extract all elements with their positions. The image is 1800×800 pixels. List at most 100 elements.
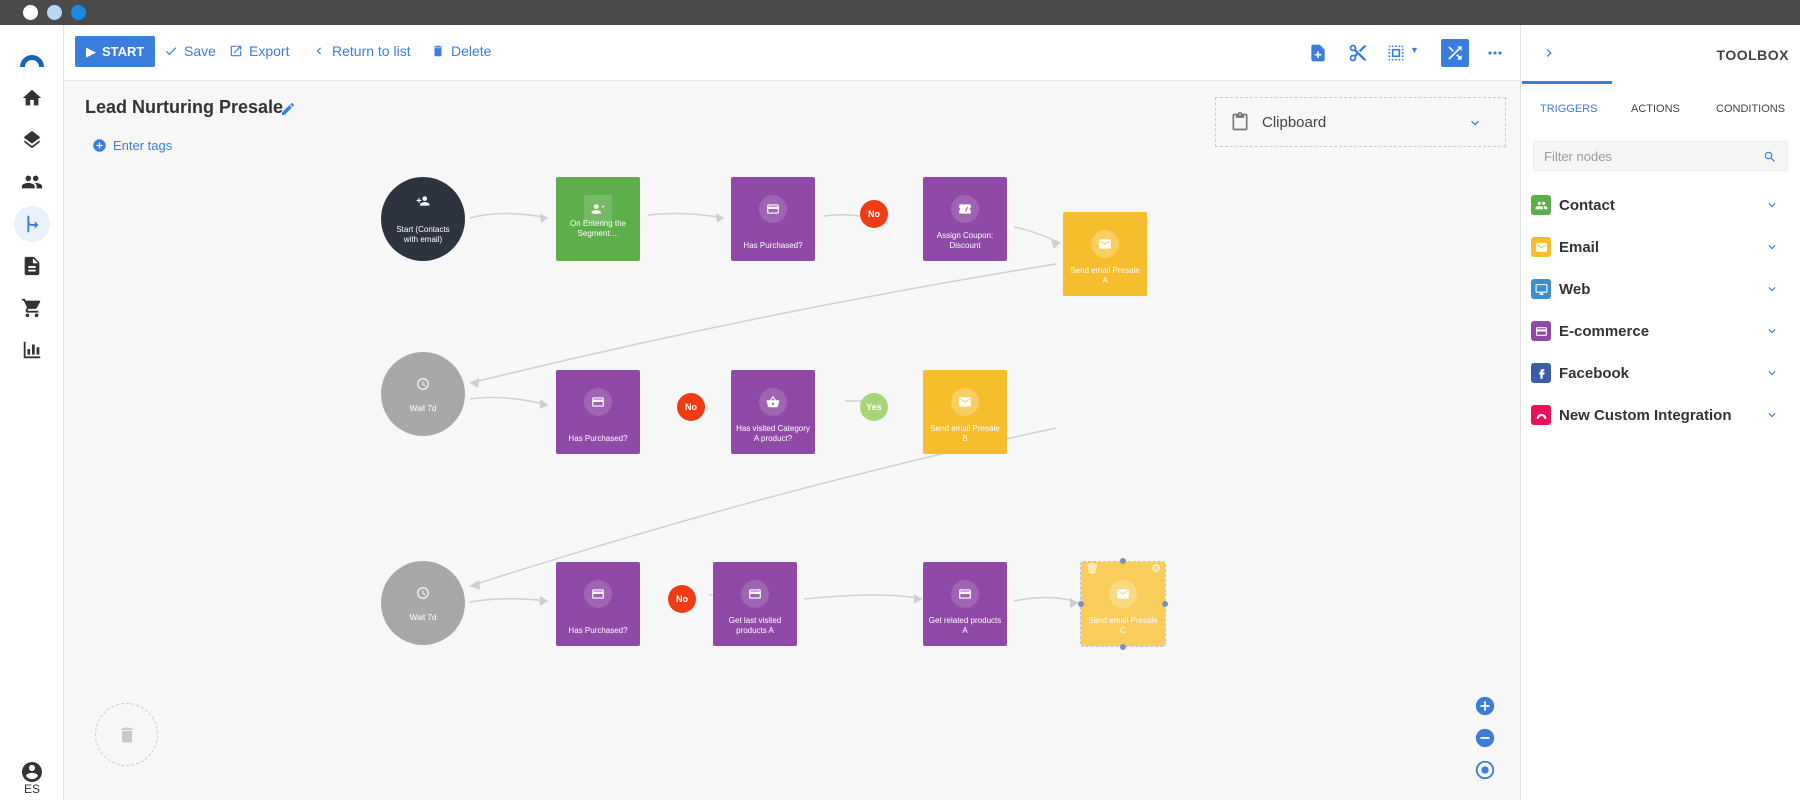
tab-conditions[interactable]: CONDITIONS	[1716, 103, 1786, 115]
email-category-icon	[1531, 237, 1551, 257]
send-email-presale-c-node[interactable]: 🗑 ⚙ Send email Presale C	[1078, 558, 1168, 650]
has-visited-category-node[interactable]: Has visited Category A product?	[731, 370, 815, 454]
delete-button[interactable]: Delete	[431, 43, 491, 59]
has-purchased-node-3[interactable]: Has Purchased?	[556, 562, 640, 646]
category-label: Email	[1559, 238, 1600, 256]
web-monitor-icon	[1531, 279, 1551, 299]
contacts-add-icon	[409, 187, 437, 215]
node-delete-icon[interactable]: 🗑	[1086, 564, 1099, 575]
category-new-custom-integration[interactable]: New Custom Integration	[1531, 399, 1791, 431]
send-email-presale-a-node[interactable]: Send email Presale A	[1063, 212, 1147, 296]
handle-left[interactable]	[1078, 601, 1084, 607]
drop-to-delete-zone[interactable]	[95, 703, 158, 766]
card-icon	[741, 580, 769, 608]
center-view-icon[interactable]	[1474, 759, 1496, 781]
clipboard-label: Clipboard	[1262, 113, 1327, 131]
category-ecommerce[interactable]: E-commerce	[1531, 315, 1791, 347]
enter-tags-button[interactable]: Enter tags	[92, 138, 172, 153]
flow-canvas[interactable]: Lead Nurturing Presale Enter tags Clipbo…	[64, 81, 1520, 800]
category-facebook[interactable]: Facebook	[1531, 357, 1791, 389]
layers-icon[interactable]	[14, 122, 50, 158]
left-navigation: ES	[0, 25, 64, 800]
has-purchased-node-1[interactable]: Has Purchased?	[731, 177, 815, 261]
category-label: Web	[1559, 280, 1591, 298]
window-maximize-dot[interactable]	[71, 5, 86, 20]
home-icon[interactable]	[14, 80, 50, 116]
has-purchased-node-2[interactable]: Has Purchased?	[556, 370, 640, 454]
start-node[interactable]: Start (Contacts with email)	[381, 177, 465, 261]
card-icon	[951, 580, 979, 608]
search-icon	[1764, 151, 1775, 162]
flow-toolbar: ▶ START Save Export Return to list Delet…	[64, 25, 1520, 81]
tab-triggers[interactable]: TRIGGERS	[1540, 103, 1598, 115]
has-purchased-label-3: Has Purchased?	[568, 626, 628, 635]
user-account-icon[interactable]	[20, 760, 44, 784]
handle-bottom[interactable]	[1120, 644, 1126, 650]
no-branch-badge-3: No	[668, 585, 696, 613]
document-icon[interactable]	[14, 248, 50, 284]
toolbox-panel: TOOLBOX TRIGGERS ACTIONS CONDITIONS Cont…	[1520, 25, 1800, 800]
chevron-down-icon	[1471, 120, 1479, 126]
scissors-icon[interactable]	[1344, 39, 1372, 67]
add-note-icon[interactable]	[1304, 39, 1332, 67]
segment-node-label: On Entering the Segment:...	[569, 219, 627, 238]
no-branch-badge-2: No	[677, 393, 705, 421]
zoom-out-icon[interactable]	[1474, 727, 1496, 749]
assign-coupon-node[interactable]: Assign Coupon: Discount	[923, 177, 1007, 261]
clipboard-panel[interactable]: Clipboard	[1215, 97, 1506, 147]
basket-icon	[759, 388, 787, 416]
category-email[interactable]: Email	[1531, 231, 1791, 263]
filter-nodes-input[interactable]	[1544, 148, 1744, 164]
select-dropdown-caret-icon[interactable]: ▼	[1410, 45, 1419, 55]
window-close-dot[interactable]	[23, 5, 38, 20]
automation-flow-icon[interactable]	[14, 206, 50, 242]
auto-layout-icon[interactable]	[1441, 39, 1469, 67]
export-button[interactable]: Export	[229, 43, 289, 59]
card-icon	[584, 388, 612, 416]
category-contact[interactable]: Contact	[1531, 189, 1791, 221]
zoom-in-icon[interactable]	[1474, 695, 1496, 717]
more-options-icon[interactable]	[1481, 39, 1509, 67]
coupon-icon	[951, 195, 979, 223]
trash-icon	[120, 727, 133, 742]
handle-right[interactable]	[1162, 601, 1168, 607]
no-branch-badge-1: No	[860, 200, 888, 228]
segment-trigger-node[interactable]: On Entering the Segment:...	[556, 177, 640, 261]
node-settings-gear-icon[interactable]: ⚙	[1151, 563, 1161, 575]
email-c-label: Send email Presale C	[1088, 616, 1158, 635]
handle-top[interactable]	[1120, 558, 1126, 564]
get-last-visited-node[interactable]: Get last visited products A	[713, 562, 797, 646]
email-a-label: Send email Presale A	[1070, 266, 1140, 285]
select-area-icon[interactable]	[1382, 39, 1410, 67]
collapse-chevron-right-icon[interactable]	[1541, 45, 1557, 61]
clock-icon	[409, 579, 437, 607]
has-visited-label: Has visited Category A product?	[736, 424, 810, 443]
toolbox-header-underline	[1522, 81, 1612, 84]
wait-node-2[interactable]: Wait 7d	[381, 561, 465, 645]
start-button[interactable]: ▶ START	[75, 36, 156, 67]
check-icon	[165, 47, 177, 56]
wait-node-1[interactable]: Wait 7d	[381, 352, 465, 436]
cart-icon[interactable]	[14, 290, 50, 326]
mail-icon	[1091, 230, 1119, 258]
toolbox-header: TOOLBOX	[1521, 25, 1800, 84]
start-node-label: Start (Contacts with email)	[396, 225, 450, 244]
start-button-label: START	[102, 44, 145, 59]
wait-label-1: Wait 7d	[409, 404, 437, 413]
edit-title-pencil-icon[interactable]	[280, 101, 296, 117]
window-minimize-dot[interactable]	[47, 5, 62, 20]
reports-chart-icon[interactable]	[14, 332, 50, 368]
send-email-presale-b-node[interactable]: Send email Presale B	[923, 370, 1007, 454]
return-to-list-button[interactable]: Return to list	[312, 43, 411, 59]
save-button[interactable]: Save	[164, 43, 216, 59]
return-button-label: Return to list	[332, 43, 411, 59]
language-selector[interactable]: ES	[23, 782, 40, 796]
contacts-icon[interactable]	[14, 164, 50, 200]
filter-nodes-field[interactable]	[1533, 141, 1788, 171]
tab-actions[interactable]: ACTIONS	[1631, 103, 1680, 115]
related-products-label: Get related products A	[928, 616, 1002, 635]
clipboard-icon	[1232, 112, 1248, 131]
app-logo-icon[interactable]	[17, 45, 47, 75]
get-related-products-node[interactable]: Get related products A	[923, 562, 1007, 646]
category-web[interactable]: Web	[1531, 273, 1791, 305]
